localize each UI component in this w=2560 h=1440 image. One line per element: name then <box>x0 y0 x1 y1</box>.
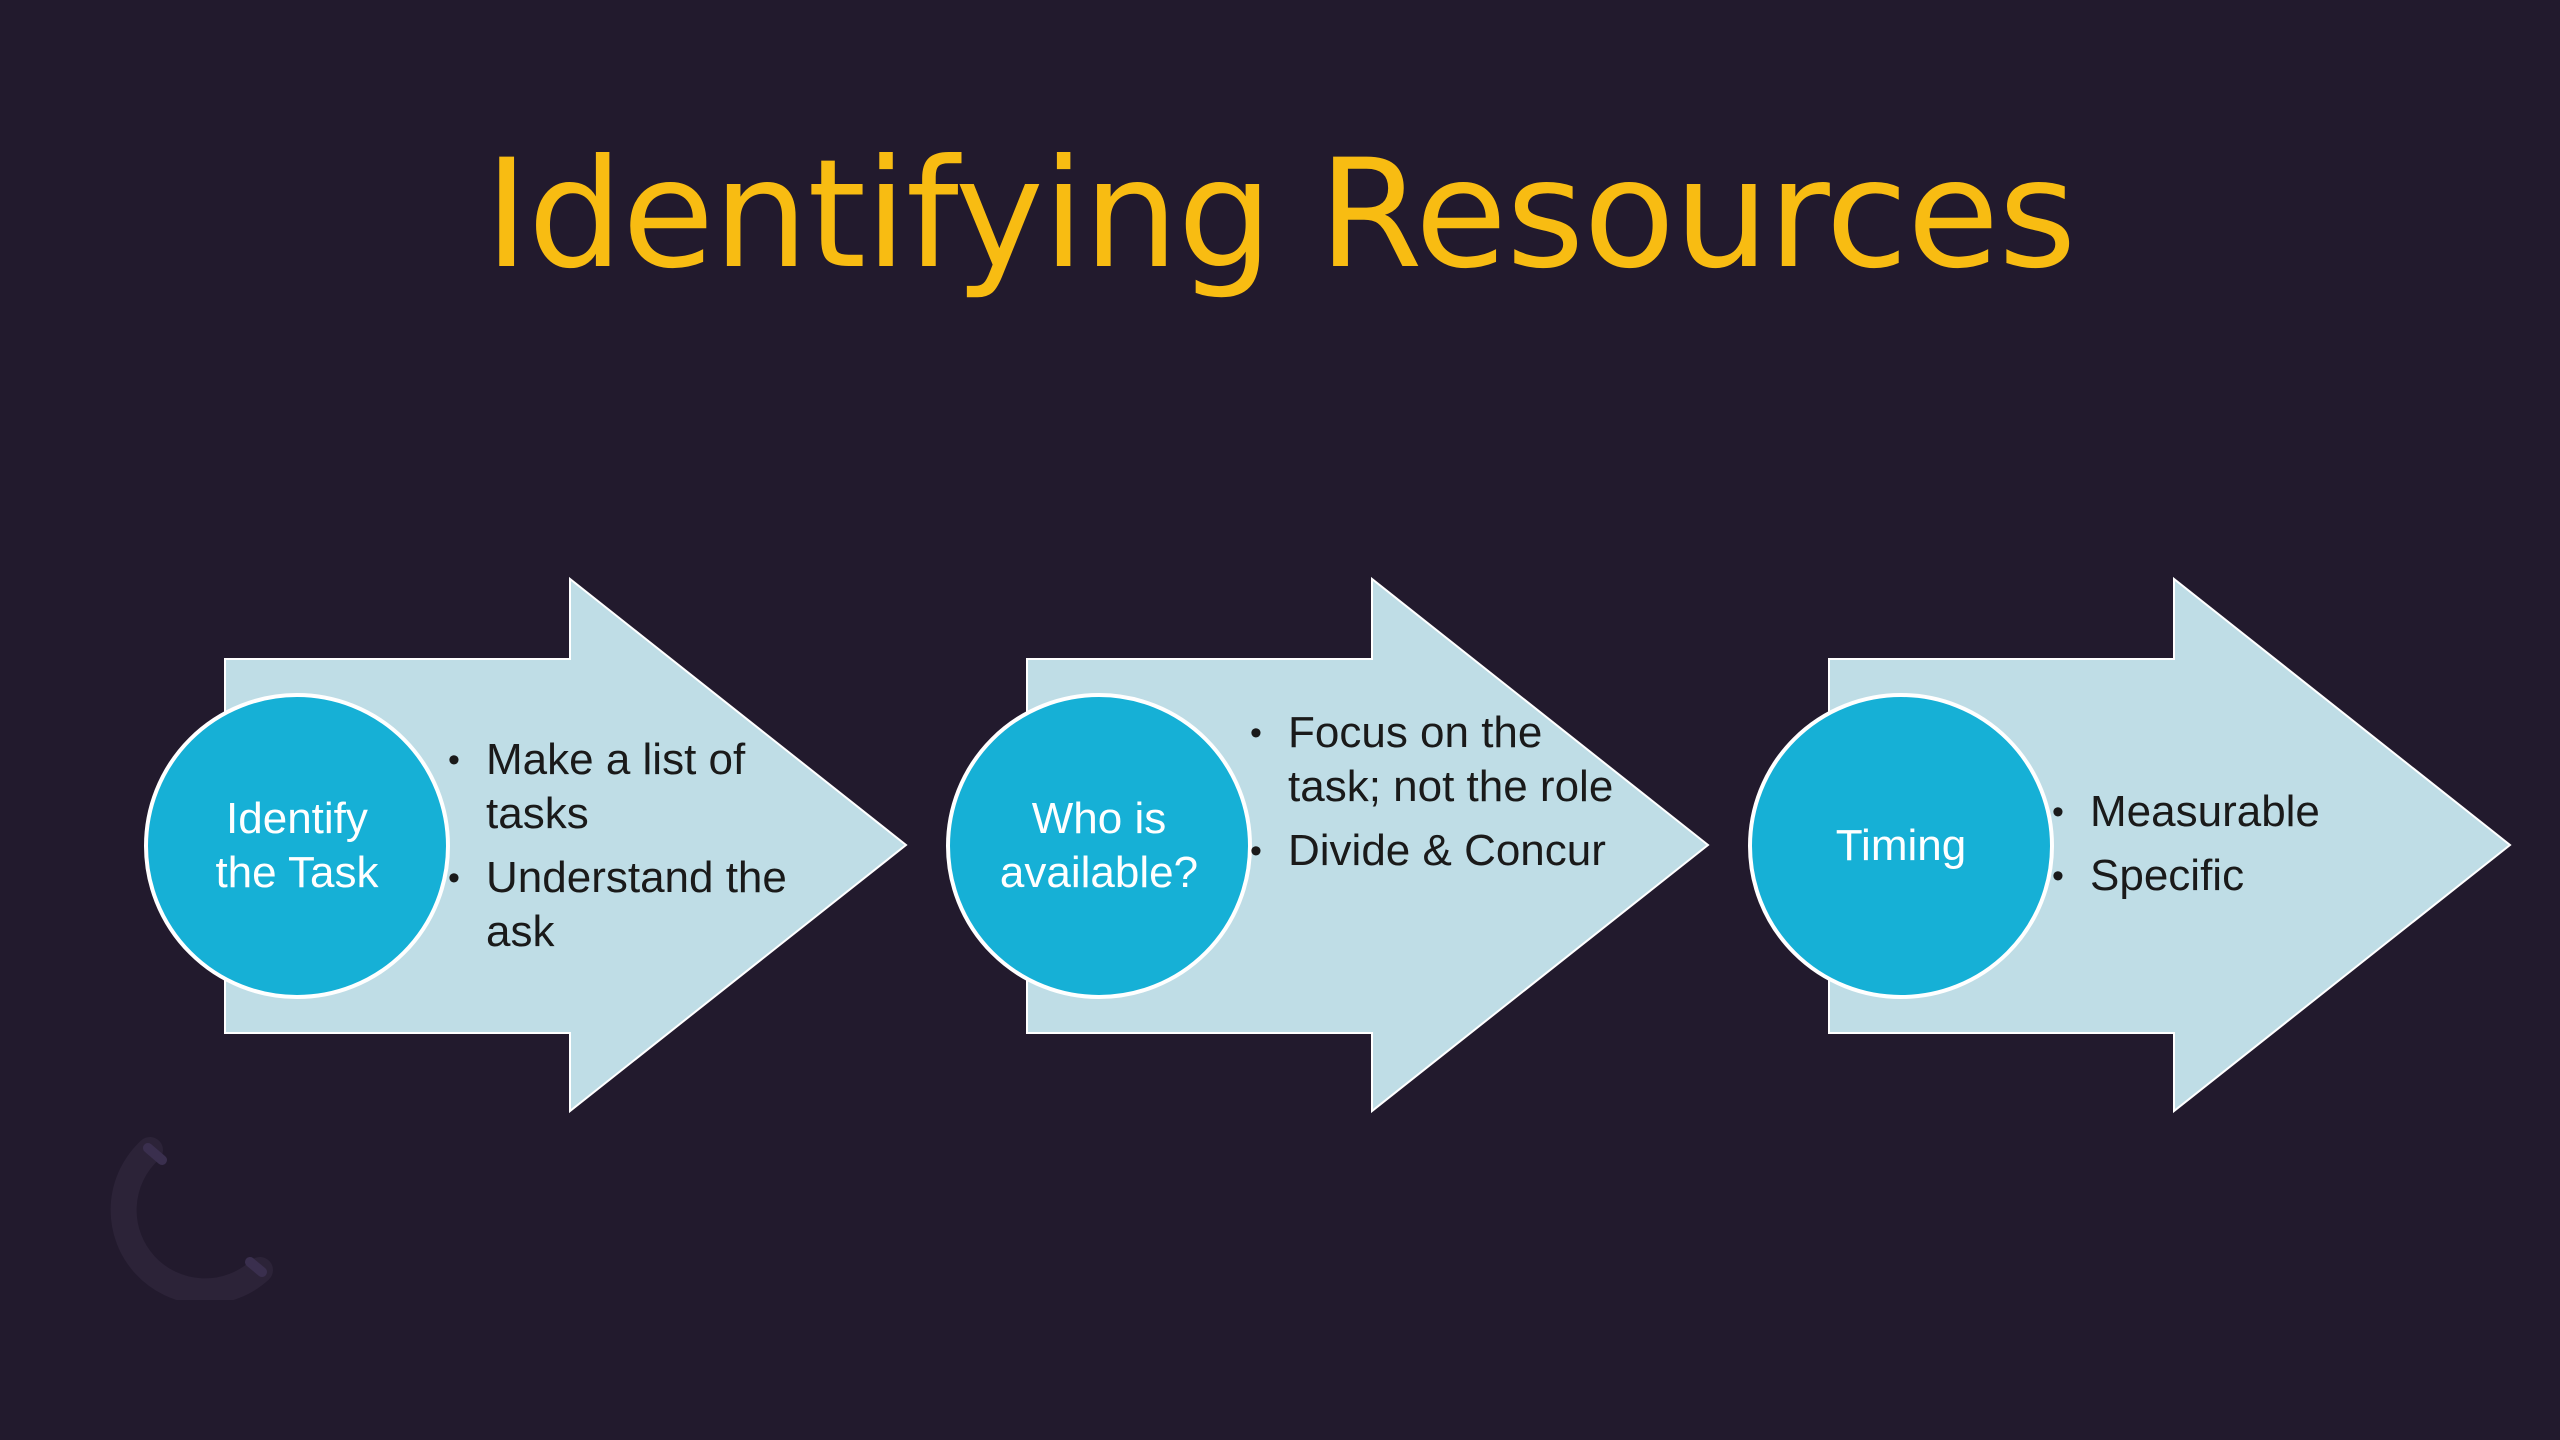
step-bullets: Make a list of tasks Understand the ask <box>448 733 816 969</box>
arrow-shape <box>224 576 908 1114</box>
step-circle: Identify the Task <box>144 693 450 999</box>
bullet-item: Understand the ask <box>448 851 816 959</box>
bullet-item: Divide & Concur <box>1250 824 1618 878</box>
process-step-1: Identify the Task Make a list of tasks U… <box>70 575 912 1120</box>
arrow-shape <box>1828 576 2512 1114</box>
bullet-item: Specific <box>2052 849 2420 903</box>
process-step-2: Who is available? Focus on the task; not… <box>872 575 1714 1120</box>
step-circle: Timing <box>1748 693 2054 999</box>
bullet-item: Measurable <box>2052 785 2420 839</box>
step-bullets: Focus on the task; not the role Divide &… <box>1250 706 1618 888</box>
bullet-item: Focus on the task; not the role <box>1250 706 1618 814</box>
bullet-item: Make a list of tasks <box>448 733 816 841</box>
process-step-3: Timing Measurable Specific <box>1674 575 2516 1120</box>
loading-spinner-icon <box>110 1137 273 1300</box>
step-circle: Who is available? <box>946 693 1252 999</box>
step-bullets: Measurable Specific <box>2052 785 2420 913</box>
slide-title: Identifying Resources <box>484 128 2077 302</box>
